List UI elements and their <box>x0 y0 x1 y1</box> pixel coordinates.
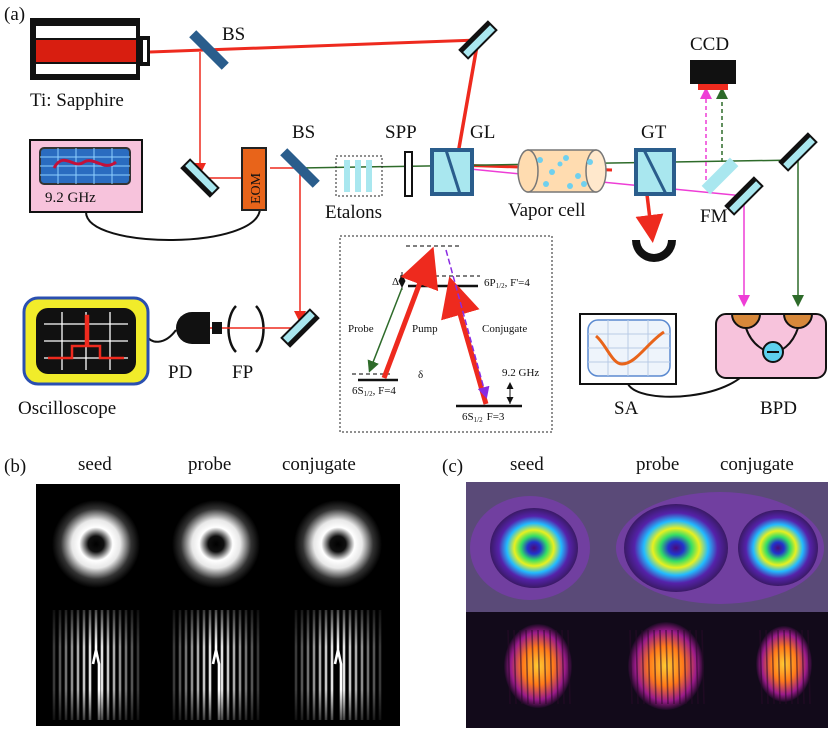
panel-b-label: (b) <box>4 456 26 477</box>
panel-c-col-probe: probe <box>636 454 679 475</box>
bs1-label: BS <box>222 24 245 45</box>
spp-label: SPP <box>385 122 417 143</box>
etalons-label: Etalons <box>325 202 382 223</box>
pd-cable <box>145 329 177 343</box>
splitting-label: 9.2 GHz <box>502 367 539 379</box>
mirror-right-2 <box>778 132 818 172</box>
c-conjugate-ring <box>738 510 818 586</box>
pd-label: PD <box>168 362 192 383</box>
generator-display: 9.2 GHz <box>45 190 96 206</box>
photodiode <box>176 312 222 344</box>
laser-label: Ti: Sapphire <box>30 90 124 111</box>
spiral-phase-plate <box>404 151 413 197</box>
etalons <box>335 155 383 197</box>
fm-label: FM <box>700 206 728 227</box>
c-fringe-lines <box>507 629 811 705</box>
beam-dump <box>632 240 676 262</box>
vapor-cell-label: Vapor cell <box>508 200 586 221</box>
beam-splitter-1 <box>189 30 229 70</box>
panel-b-images <box>36 484 400 726</box>
ccd-label: CCD <box>690 34 729 55</box>
balanced-photodetector <box>715 313 827 379</box>
oscilloscope <box>22 296 150 386</box>
mirror-top <box>458 20 498 60</box>
excited-state-label: 6P1/2, F'=4 <box>484 277 530 290</box>
panel-b-col-probe: probe <box>188 454 231 475</box>
ti-sapphire-laser <box>30 18 150 80</box>
beam-splitter-2 <box>280 148 320 188</box>
conjugate-transition-label: Conjugate <box>482 323 527 335</box>
probe-transition-label: Probe <box>348 323 374 335</box>
bs2-label: BS <box>292 122 315 143</box>
spectrum-analyzer <box>579 313 677 385</box>
panel-a-label: (a) <box>4 4 25 25</box>
b-conjugate-ring <box>294 500 382 588</box>
eom <box>241 147 267 211</box>
panel-c-col-conjugate: conjugate <box>720 454 794 475</box>
panel-c-label: (c) <box>442 456 463 477</box>
eom-label: EOM <box>249 172 264 204</box>
c-probe-ring <box>624 504 728 592</box>
mirror-right-1 <box>724 176 764 216</box>
delta-small-label: δ <box>418 369 423 381</box>
mirror-fp <box>280 308 320 348</box>
oscilloscope-label: Oscilloscope <box>18 398 116 419</box>
mirror-left <box>180 158 220 198</box>
sa-label: SA <box>614 398 639 419</box>
glan-laser-polarizer <box>430 148 474 196</box>
gl-label: GL <box>470 122 495 143</box>
pump-transition-label: Pump <box>412 323 438 335</box>
b-seed-ring <box>52 500 140 588</box>
signal-generator <box>29 139 143 213</box>
glan-taylor-polarizer <box>634 148 676 196</box>
ground-upper-label: 6S1/2, F=4 <box>352 385 396 398</box>
delta-cap-label: Δ <box>392 276 399 288</box>
fabry-perot-cavity <box>227 305 265 353</box>
panel-c-col-seed: seed <box>510 454 544 475</box>
panel-c-images <box>466 482 828 728</box>
energy-level-diagram <box>339 235 553 433</box>
fp-label: FP <box>232 362 253 383</box>
panel-b-col-seed: seed <box>78 454 112 475</box>
bpd-label: BPD <box>760 398 797 419</box>
gt-label: GT <box>641 122 667 143</box>
b-probe-ring <box>172 500 260 588</box>
panel-b-col-conjugate: conjugate <box>282 454 356 475</box>
vapor-cell <box>517 149 607 193</box>
ccd-camera <box>690 60 736 90</box>
flip-mirror <box>701 157 739 195</box>
c-seed-ring <box>490 508 578 588</box>
rf-cable <box>85 207 261 241</box>
